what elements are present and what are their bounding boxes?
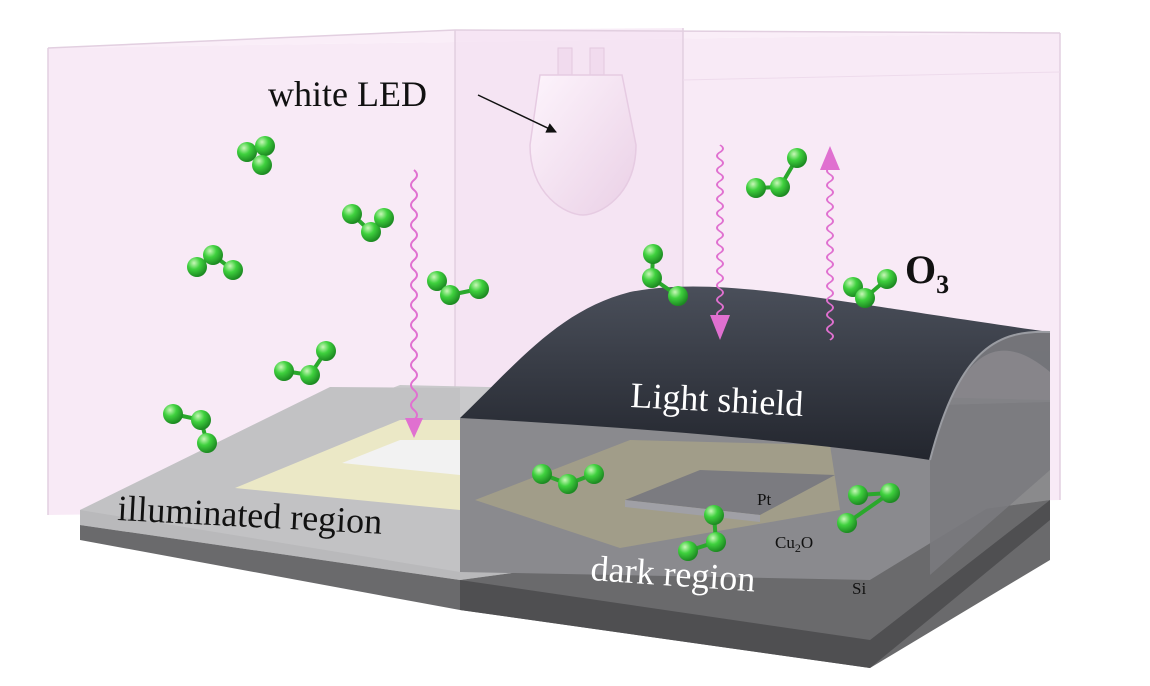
ozone-molecule [746,148,807,198]
light-shield-label: Light shield [630,375,805,424]
ozone-molecule [843,269,897,308]
oxygen-atom [668,286,688,306]
oxygen-atom [223,260,243,280]
light-wave-right-down [710,144,730,340]
oxygen-atom [770,177,790,197]
dark-region [460,402,1050,640]
ozone-molecule [532,464,604,494]
ozone-molecule [678,505,726,561]
oxygen-atom [469,279,489,299]
oxygen-atom [255,136,275,156]
oxygen-atom [237,142,257,162]
oxygen-atom [274,361,294,381]
oxygen-atom [678,541,698,561]
oxygen-atom [316,341,336,361]
pt-label: Pt [757,490,771,509]
illuminated-region [80,387,460,572]
ozone-molecule [342,204,394,242]
white-led-label: white LED [268,74,427,114]
oxygen-atom [877,269,897,289]
cu2o-label: Cu2O [775,533,813,555]
ozone-molecule [427,271,489,305]
light-wave-right-up [820,146,840,341]
oxygen-atom [197,433,217,453]
ozone-molecule [837,483,900,533]
o3-label: O3 [905,247,949,299]
oxygen-atom [837,513,857,533]
oxygen-atom [532,464,552,484]
ozone-molecule [237,136,275,175]
oxygen-atom [855,288,875,308]
oxygen-atom [374,208,394,228]
led-leader-arrow [477,94,557,133]
oxygen-atom [848,485,868,505]
oxygen-atom [584,464,604,484]
oxygen-atom [706,532,726,552]
oxygen-atom [163,404,183,424]
light-wave-left-down [405,169,423,438]
oxygen-atom [643,244,663,264]
oxygen-atom [203,245,223,265]
oxygen-atom [342,204,362,224]
oxygen-atom [880,483,900,503]
light-shield [460,286,1051,575]
ozone-molecule [163,404,217,453]
oxygen-atom [252,155,272,175]
oxygen-atom [704,505,724,525]
oxygen-atom [558,474,578,494]
oxygen-atom [361,222,381,242]
ozone-molecules [163,136,900,561]
oxygen-atom [642,268,662,288]
oxygen-atom [187,257,207,277]
oxygen-atom [427,271,447,291]
ozone-molecule [274,341,336,385]
oxygen-atom [787,148,807,168]
ozone-molecule [187,245,243,280]
oxygen-atom [440,285,460,305]
ozone-molecule [642,244,688,306]
white-led [529,47,637,216]
oxygen-atom [746,178,766,198]
oxygen-atom [300,365,320,385]
oxygen-atom [191,410,211,430]
si-label: Si [852,579,866,598]
